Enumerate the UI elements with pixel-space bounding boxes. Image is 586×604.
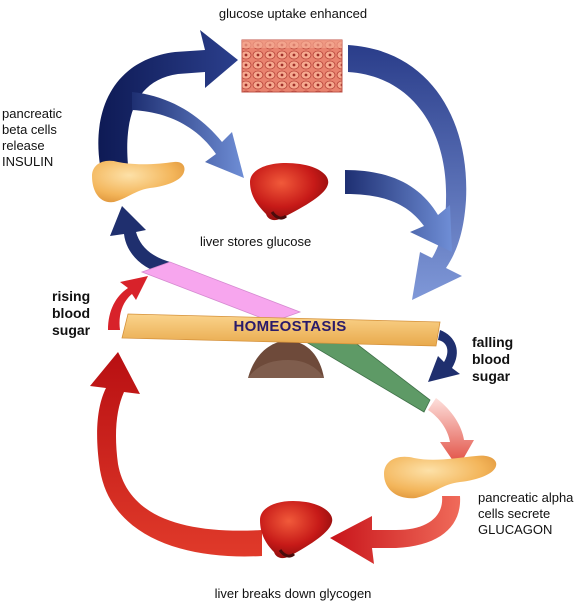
rising-line-2: blood [52, 305, 91, 321]
glucose-uptake-label: glucose uptake enhanced [218, 6, 368, 21]
rising-blood-sugar-label: rising blood sugar [52, 288, 90, 339]
beta-cells-line-3: release [2, 138, 45, 153]
rising-line-1: rising [52, 288, 91, 304]
alpha-cells-line-2: cells secrete [478, 506, 551, 521]
falling-line-3: sugar [472, 368, 511, 384]
glucagon-arrow-to-pancreas [428, 398, 474, 468]
alpha-cells-label: pancreatic alpha cells secrete GLUCAGON [478, 490, 573, 538]
liver-stores-label: liver stores glucose [200, 234, 312, 249]
insulin-arrow-liver-right [345, 170, 452, 252]
beta-cells-line-2: beta cells [2, 122, 57, 137]
glucagon-arrow-liver-up [90, 352, 262, 557]
falling-arrow [428, 330, 460, 382]
liver-breaks-label: liver breaks down glycogen [214, 586, 372, 601]
beta-cells-line-4: INSULIN [2, 154, 54, 169]
insulin-arrow-to-liver [132, 92, 244, 178]
pancreas-icon [92, 160, 185, 203]
glucagon-arrow-to-liver [330, 496, 461, 564]
alpha-cells-line-3: GLUCAGON [478, 522, 553, 537]
rising-line-3: sugar [52, 322, 91, 338]
tissue-cells-icon [241, 39, 343, 93]
insulin-arrow-tissue-down [348, 45, 467, 300]
pancreas-icon [384, 455, 497, 499]
falling-line-1: falling [472, 334, 514, 350]
liver-icon [260, 500, 333, 559]
insulin-arrow-seesaw-up [110, 206, 170, 275]
alpha-cells-line-1: pancreatic alpha [478, 490, 574, 505]
seesaw-icon [121, 261, 441, 413]
liver-icon [250, 162, 329, 221]
falling-line-2: blood [472, 351, 511, 367]
falling-blood-sugar-label: falling blood sugar [472, 334, 513, 385]
rising-arrow [108, 276, 148, 330]
beta-cells-label: pancreatic beta cells release INSULIN [2, 106, 62, 170]
insulin-arrow-to-tissue [98, 30, 238, 165]
beta-cells-line-1: pancreatic [2, 106, 62, 121]
homeostasis-label: HOMEOSTASIS [233, 318, 347, 335]
